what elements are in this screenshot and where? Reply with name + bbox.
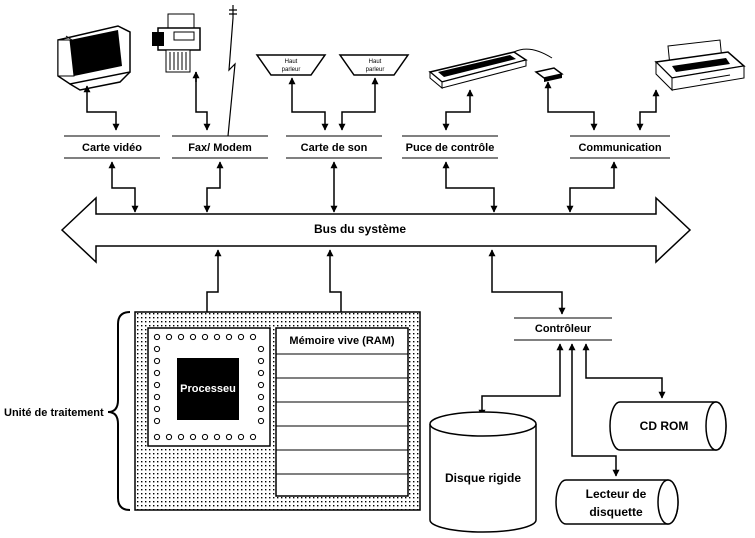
processor-pin — [257, 357, 265, 365]
card-control-chip-label: Puce de contrôle — [406, 142, 495, 154]
speaker-left-icon: Haut parleur — [255, 54, 327, 76]
fax-icon — [152, 13, 201, 73]
card-bus-connectors — [108, 161, 618, 213]
processor-pin — [189, 433, 197, 441]
processor-pin — [153, 393, 161, 401]
system-bus-label: Bus du système — [314, 222, 406, 236]
processor-pin — [153, 381, 161, 389]
controller-label: Contrôleur — [535, 323, 592, 335]
processor-pins — [153, 333, 265, 441]
controller-box — [514, 317, 612, 341]
processor-pin — [257, 405, 265, 413]
card-fax-label: Fax/ Modem — [188, 142, 252, 154]
processor-pin — [177, 433, 185, 441]
bus-lower-connectors — [203, 249, 566, 327]
ram-rows — [276, 353, 408, 475]
speaker-right-icon: Haut parleur — [338, 54, 410, 76]
hard-disk-label: Disque rigide — [445, 471, 521, 485]
cd-rom-label: CD ROM — [640, 419, 689, 433]
processor-pin — [153, 357, 161, 365]
processor-pin — [153, 369, 161, 377]
processor-pin — [177, 333, 185, 341]
processor-pin — [257, 369, 265, 377]
processor-pin — [201, 433, 209, 441]
speaker-left-label-1: Haut — [285, 59, 298, 65]
mouse-icon — [534, 67, 564, 82]
card-sound-label: Carte de son — [301, 142, 368, 154]
keyboard-icon — [428, 48, 553, 90]
processor-pin — [257, 417, 265, 425]
processor-pin — [213, 333, 221, 341]
processor-pin — [257, 393, 265, 401]
processor-pin — [153, 345, 161, 353]
antenna-icon — [227, 5, 237, 137]
floppy-label-line-1: Lecteur de — [586, 487, 647, 501]
monitor-icon — [57, 25, 131, 91]
card-communication-label: Communication — [578, 142, 661, 154]
processor-pin — [153, 405, 161, 413]
processor-pin — [257, 381, 265, 389]
processor-core — [177, 358, 239, 420]
processor-pin — [257, 345, 265, 353]
controller-connectors — [478, 343, 666, 477]
floppy-label-line-2: disquette — [589, 505, 643, 519]
speaker-left-label-2: parleur — [282, 67, 301, 73]
speaker-right-label-1: Haut — [369, 59, 382, 65]
processor-pin — [213, 433, 221, 441]
processor-pin — [189, 333, 197, 341]
processor-pin — [237, 333, 245, 341]
floppy-drive-icon — [555, 479, 679, 525]
processor-pin — [165, 433, 173, 441]
processor-pin — [165, 333, 173, 341]
processing-unit-label: Unité de traitement — [4, 407, 104, 419]
processor-pin — [249, 333, 257, 341]
processor-pin — [153, 333, 161, 341]
cd-rom-icon — [609, 401, 727, 451]
expansion-cards — [64, 135, 670, 159]
processor-pin — [153, 417, 161, 425]
processor-pin — [225, 433, 233, 441]
processor-label: Processeu — [180, 383, 236, 395]
processor-pin — [225, 333, 233, 341]
processor-pin — [153, 433, 161, 441]
hard-disk-icon — [429, 411, 537, 533]
ram-module — [275, 327, 409, 497]
card-video-label: Carte vidéo — [82, 142, 142, 154]
device-connectors — [83, 71, 660, 131]
printer-icon — [654, 39, 746, 92]
speaker-right-label-2: parleur — [366, 67, 385, 73]
system-bus-arrow — [60, 196, 692, 264]
ram-label: Mémoire vive (RAM) — [289, 335, 394, 347]
processor-pin — [201, 333, 209, 341]
processor-pin — [237, 433, 245, 441]
processing-unit-brace — [107, 311, 131, 511]
processor-pin — [249, 433, 257, 441]
